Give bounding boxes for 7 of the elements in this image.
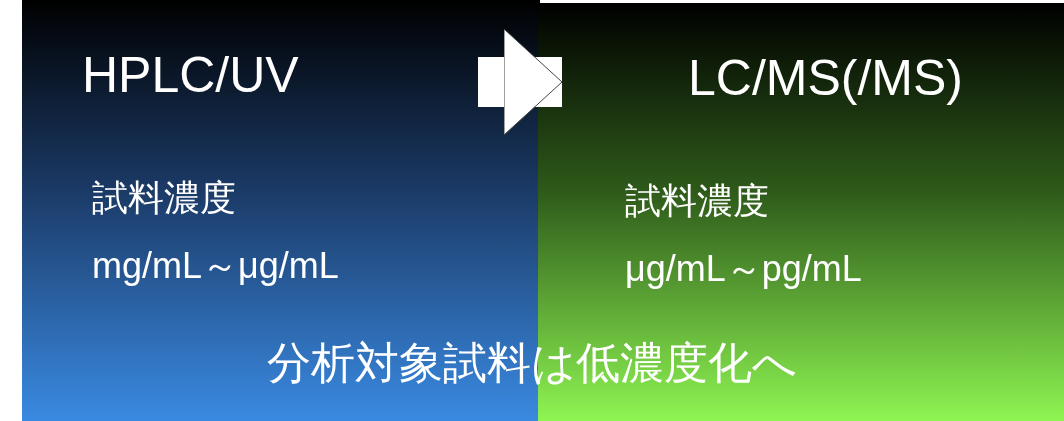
panel-heading: HPLC/UV bbox=[82, 48, 299, 103]
panel-text: 試料濃度 bbox=[92, 178, 236, 218]
block-arrow bbox=[478, 28, 563, 136]
panel-text: mg/mL～μg/mL bbox=[92, 246, 339, 286]
panel-text: 試料濃度 bbox=[625, 181, 769, 221]
panel-heading: LC/MS(/MS) bbox=[688, 51, 963, 106]
panel-text: μg/mL～pg/mL bbox=[625, 249, 862, 289]
